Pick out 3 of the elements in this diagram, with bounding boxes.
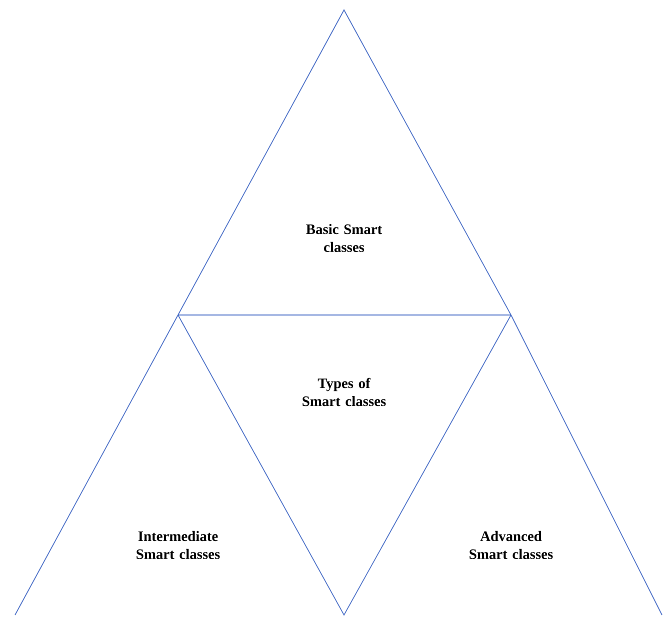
triangle-section: Intermediate Smart classes [14,314,220,616]
triangle-section: Advanced Smart classes [470,314,662,616]
triangle-section: Basic Smart classes [178,9,512,316]
